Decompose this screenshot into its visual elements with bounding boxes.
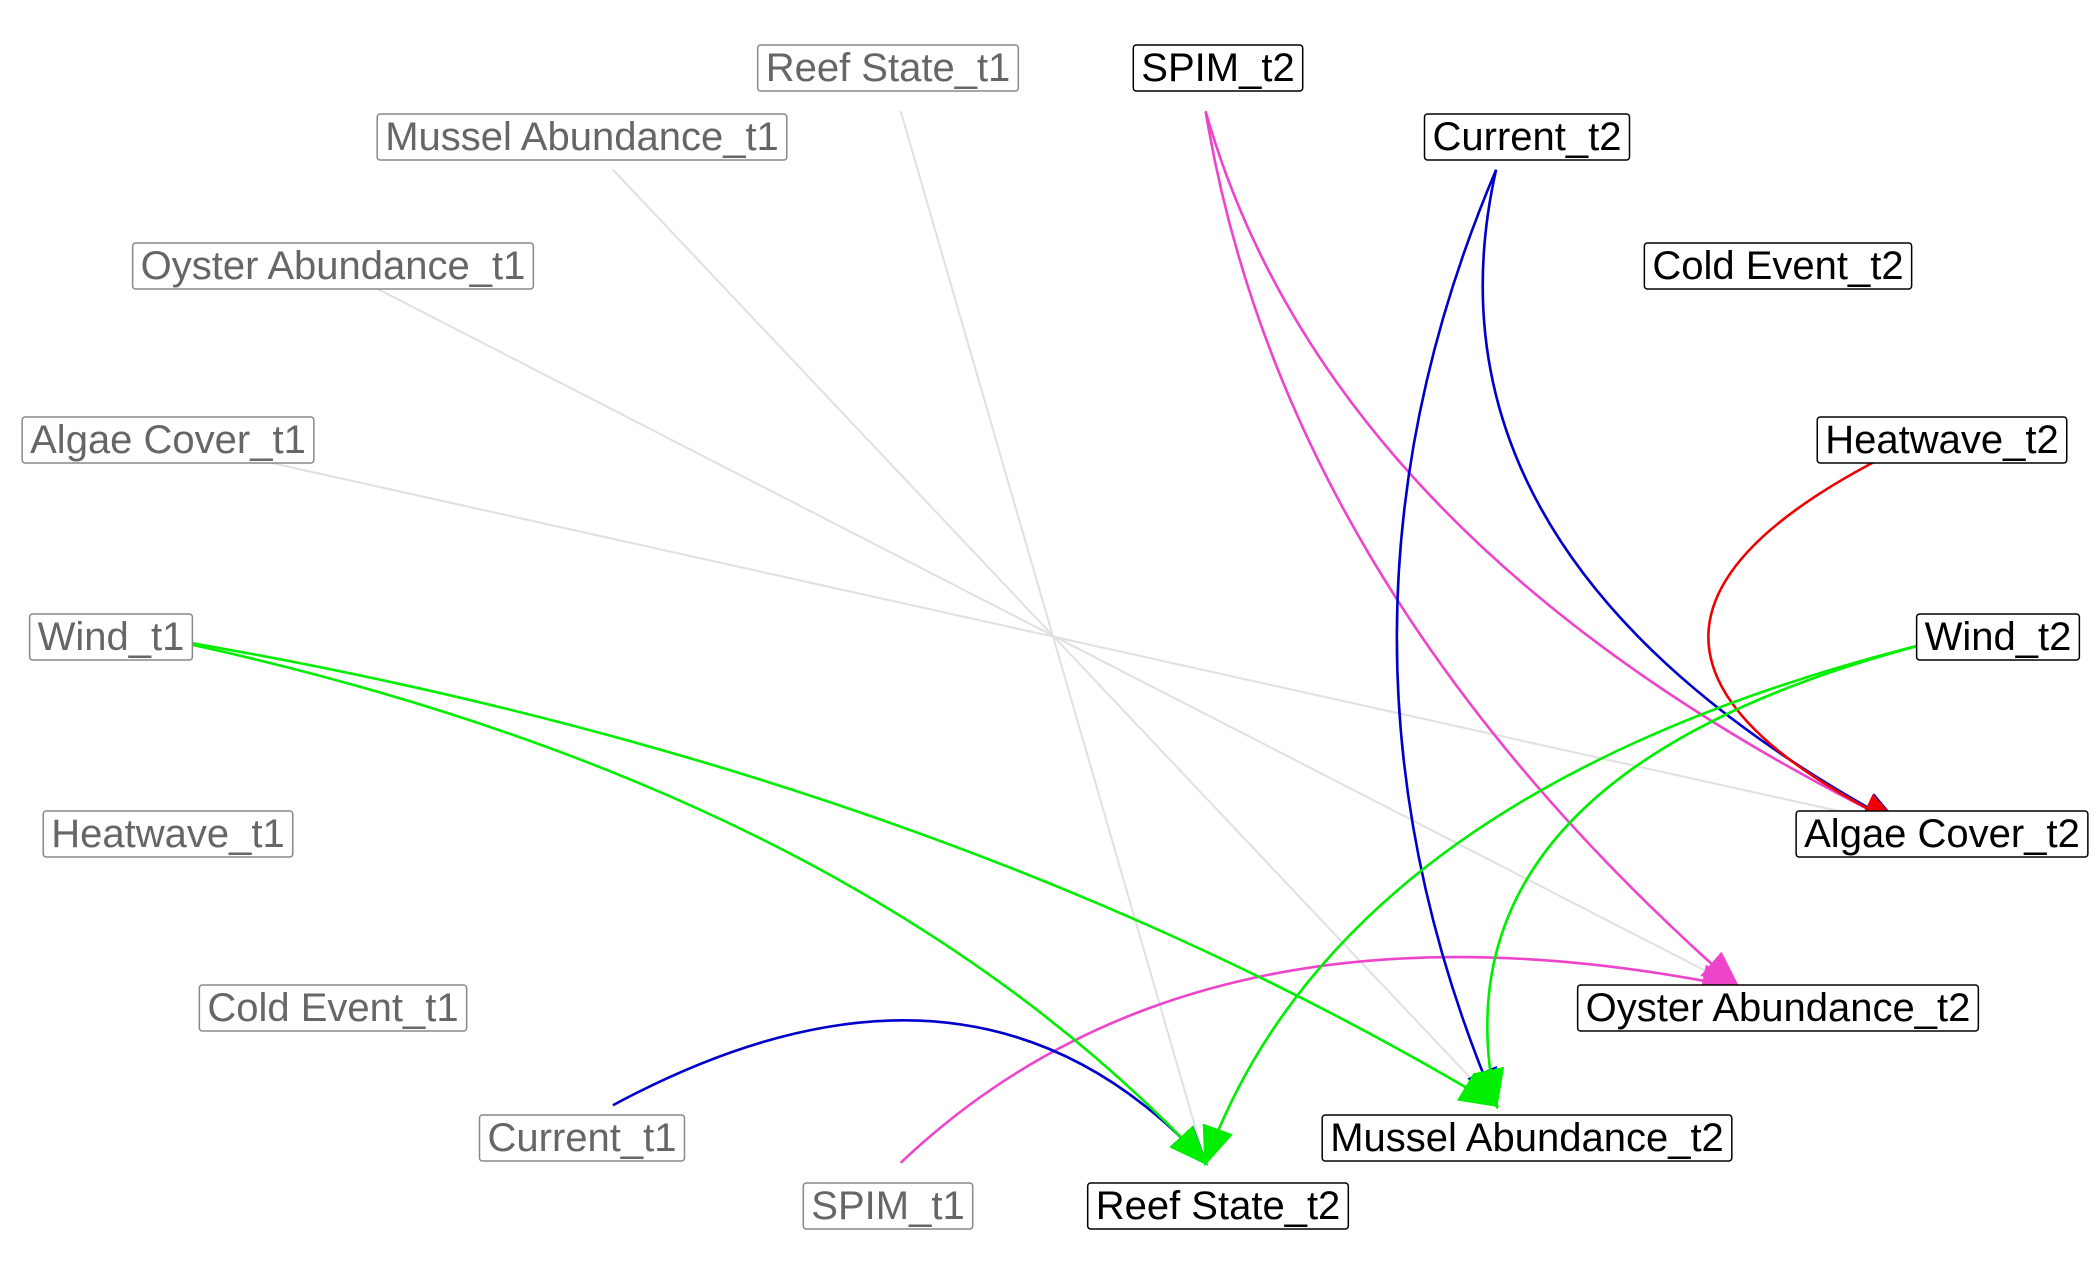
node-label: Wind_t1 <box>38 615 185 659</box>
node-label: Current_t2 <box>1433 115 1622 159</box>
node-box <box>1132 44 1304 92</box>
node-label: Heatwave_t2 <box>1825 418 2058 462</box>
node-label: Oyster Abundance_t1 <box>141 244 526 288</box>
edge-spim-t2-to-algae-cover-t2 <box>1204 110 1902 827</box>
node-label: Heatwave_t1 <box>51 812 284 856</box>
node-label: Oyster Abundance_t2 <box>1586 986 1971 1030</box>
node-label: Reef State_t2 <box>1096 1184 1341 1228</box>
node-label: Mussel Abundance_t2 <box>1330 1116 1724 1160</box>
node-cold-event-t2[interactable]: Cold Event_t2 <box>1643 242 1913 290</box>
edge-wind-t2-to-mussel-abundance-t2 <box>1472 635 1954 1110</box>
edge-wind-t2-to-reef-state-t2 <box>1202 635 1954 1167</box>
node-reef-state-t1[interactable]: Reef State_t1 <box>756 44 1020 92</box>
node-oyster-abundance-t2[interactable]: Oyster Abundance_t2 <box>1576 984 1980 1032</box>
node-current-t2[interactable]: Current_t2 <box>1423 113 1631 161</box>
edge-current-t2-to-mussel-abundance-t2 <box>1395 169 1498 1109</box>
node-wind-t2[interactable]: Wind_t2 <box>1915 613 2081 661</box>
node-wind-t1[interactable]: Wind_t1 <box>28 613 194 661</box>
edge-heatwave-t2-to-algae-cover-t2 <box>1707 448 1902 827</box>
node-box <box>802 1182 974 1230</box>
edge-wind-t1-to-mussel-abundance-t2 <box>155 635 1500 1108</box>
node-current-t1[interactable]: Current_t1 <box>478 1114 686 1162</box>
node-layer: Reef State_t1 Mussel Abundance_t1 Oyster… <box>21 44 2089 1230</box>
edge-spim-t2-to-oyster-abundance-t2 <box>1204 111 1741 991</box>
edge-current-t2-to-algae-cover-t2 <box>1481 169 1902 827</box>
node-label: Reef State_t1 <box>766 46 1011 90</box>
node-box <box>756 44 1020 92</box>
node-heatwave-t2[interactable]: Heatwave_t2 <box>1816 416 2068 464</box>
node-label: Cold Event_t1 <box>207 986 458 1030</box>
node-label: Algae Cover_t2 <box>1804 812 2080 856</box>
node-box <box>1816 416 2068 464</box>
node-box <box>1423 113 1631 161</box>
node-box <box>28 613 194 661</box>
node-oyster-abundance-t1[interactable]: Oyster Abundance_t1 <box>131 242 535 290</box>
node-box <box>21 416 315 464</box>
node-label: Cold Event_t2 <box>1652 244 1903 288</box>
node-box <box>478 1114 686 1162</box>
node-label: Mussel Abundance_t1 <box>385 115 779 159</box>
node-algae-cover-t2[interactable]: Algae Cover_t2 <box>1795 810 2089 858</box>
node-box <box>198 984 468 1032</box>
node-label: Wind_t2 <box>1925 615 2072 659</box>
node-label: SPIM_t1 <box>811 1184 964 1228</box>
node-label: Current_t1 <box>488 1116 677 1160</box>
node-box <box>1086 1182 1350 1230</box>
node-heatwave-t1[interactable]: Heatwave_t1 <box>42 810 294 858</box>
node-box <box>1915 613 2081 661</box>
node-mussel-abundance-t2[interactable]: Mussel Abundance_t2 <box>1321 1114 1733 1162</box>
node-cold-event-t1[interactable]: Cold Event_t1 <box>198 984 468 1032</box>
node-spim-t2[interactable]: SPIM_t2 <box>1132 44 1304 92</box>
node-label: SPIM_t2 <box>1141 46 1294 90</box>
edge-algae-cover-t1-to-algae-cover-t2 <box>211 448 1899 826</box>
node-box <box>1643 242 1913 290</box>
node-box <box>1576 984 1980 1032</box>
edge-layer <box>155 110 1954 1167</box>
node-mussel-abundance-t1[interactable]: Mussel Abundance_t1 <box>376 113 788 161</box>
node-box <box>1795 810 2089 858</box>
edge-wind-t1-to-reef-state-t2 <box>155 635 1209 1166</box>
edge-current-t1-to-reef-state-t2 <box>612 1019 1209 1166</box>
node-box <box>42 810 294 858</box>
node-spim-t1[interactable]: SPIM_t1 <box>802 1182 974 1230</box>
node-label: Algae Cover_t1 <box>30 418 306 462</box>
node-box <box>131 242 535 290</box>
node-algae-cover-t1[interactable]: Algae Cover_t1 <box>21 416 315 464</box>
node-box <box>1321 1114 1733 1162</box>
node-box <box>376 113 788 161</box>
node-reef-state-t2[interactable]: Reef State_t2 <box>1086 1182 1350 1230</box>
